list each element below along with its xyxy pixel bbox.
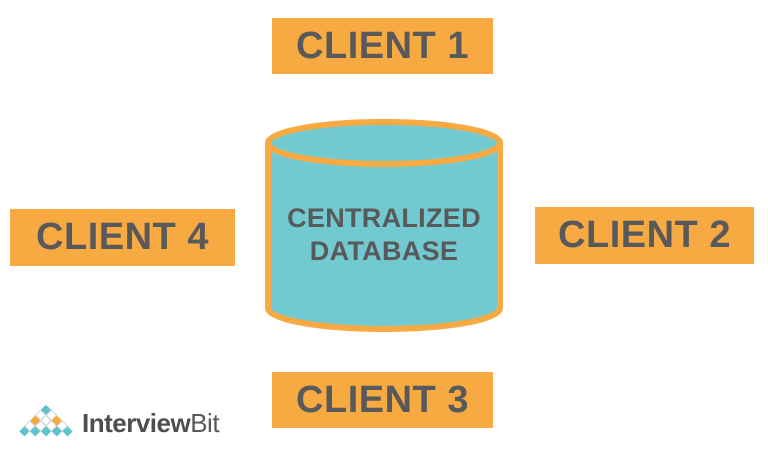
logo-text-primary: Interview <box>82 408 191 438</box>
database-cylinder-icon <box>265 119 503 332</box>
database-label: CENTRALIZED DATABASE <box>264 119 504 333</box>
logo-wordmark: InterviewBit <box>82 408 220 439</box>
client-1-node: CLIENT 1 <box>272 18 493 74</box>
client-3-label: CLIENT 3 <box>296 378 469 421</box>
client-3-node: CLIENT 3 <box>272 372 493 428</box>
client-2-label: CLIENT 2 <box>558 214 731 256</box>
logo-pyramid-icon <box>19 404 73 437</box>
database-label-line1: CENTRALIZED <box>287 203 481 233</box>
client-4-node: CLIENT 4 <box>10 209 235 266</box>
client-2-node: CLIENT 2 <box>535 207 754 264</box>
logo-text-secondary: Bit <box>190 408 220 438</box>
client-1-label: CLIENT 1 <box>296 24 469 67</box>
client-4-label: CLIENT 4 <box>36 216 209 258</box>
database-label-line2: DATABASE <box>309 236 459 266</box>
interviewbit-logo: InterviewBit <box>19 401 220 439</box>
